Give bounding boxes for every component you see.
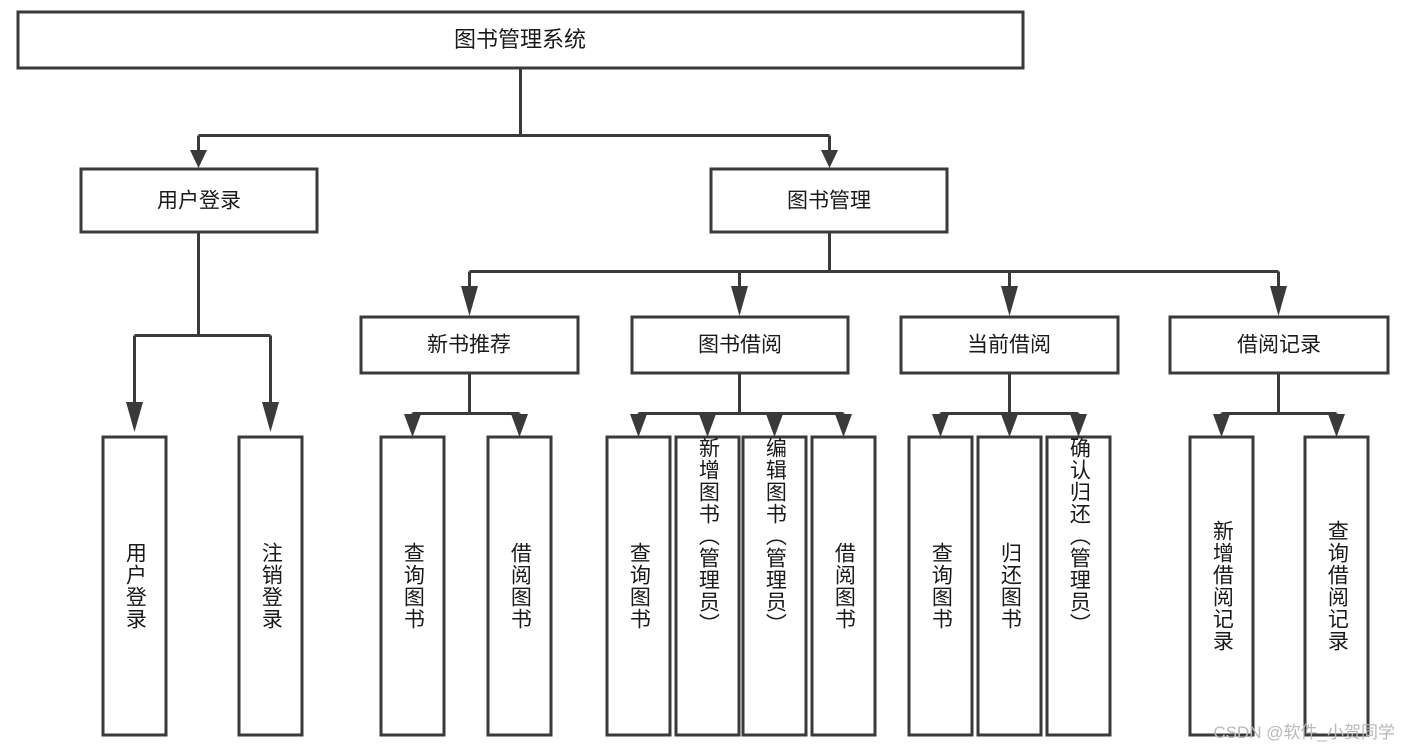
arrowhead-leaf-query-book-a (404, 414, 421, 437)
arrowhead-to-borrow-record (1270, 286, 1287, 316)
leaf-box-add-record[interactable] (1188, 435, 1255, 737)
connector-group-booklogin-to-leaves (126, 232, 279, 432)
leaf-box-add-book[interactable] (674, 435, 741, 737)
arrowhead-leaf-return-book (1001, 414, 1018, 437)
arrowhead-leaf-logout (262, 402, 279, 432)
leaf-box-borrow-book-a[interactable] (486, 435, 553, 737)
node-borrow-record[interactable]: 借阅记录 (1168, 315, 1390, 375)
node-box-root[interactable] (16, 10, 1025, 70)
leaf-box-logout[interactable] (237, 435, 304, 737)
arrowhead-leaf-add-record (1213, 414, 1230, 437)
node-box-book-manage[interactable] (709, 167, 949, 234)
leaf-box-query-book-b[interactable] (605, 435, 672, 737)
node-label-current-borrow: 当前借阅 (967, 334, 1051, 357)
connector-group-root-to-level1 (190, 68, 838, 168)
arrowhead-leaf-borrow-book-a (511, 414, 528, 437)
node-label-root: 图书管理系统 (454, 27, 586, 52)
leaf-group-borrow-record (1188, 435, 1370, 737)
connector-group-currentborrow-to-leaves (932, 373, 1087, 437)
leaf-box-user-login[interactable] (101, 435, 168, 737)
connector-group-bookmanage-to-level2 (461, 232, 1287, 316)
leaf-box-confirm-return[interactable] (1045, 435, 1112, 737)
node-root[interactable]: 图书管理系统 (16, 10, 1025, 70)
node-label-user-login: 用户登录 (157, 190, 241, 213)
leaf-group-book-borrow (605, 435, 877, 737)
arrowhead-leaf-query-book-b (630, 414, 647, 437)
leaf-group-user-login (101, 435, 304, 737)
node-label-book-manage: 图书管理 (787, 190, 871, 213)
node-current-borrow[interactable]: 当前借阅 (899, 315, 1120, 375)
arrowhead-leaf-borrow-book-b (835, 414, 852, 437)
node-label-new-book-recommend: 新书推荐 (427, 334, 511, 357)
node-box-book-borrow[interactable] (630, 315, 850, 375)
node-new-book-recommend[interactable]: 新书推荐 (359, 315, 580, 375)
arrowhead-leaf-confirm-return (1070, 414, 1087, 437)
leaf-box-return-book[interactable] (976, 435, 1043, 737)
leaf-box-query-book-c[interactable] (907, 435, 974, 737)
arrowhead-to-current-borrow (1001, 286, 1018, 316)
node-book-borrow[interactable]: 图书借阅 (630, 315, 850, 375)
csdn-watermark: CSDN @软件_小贺同学 (1213, 723, 1395, 742)
leaf-box-query-book-a[interactable] (379, 435, 446, 737)
arrowhead-leaf-edit-book (766, 414, 783, 437)
leaf-group-new-book-recommend (379, 435, 553, 737)
node-box-user-login[interactable] (79, 167, 319, 234)
arrowhead-to-user-login (190, 150, 207, 168)
node-box-current-borrow[interactable] (899, 315, 1120, 375)
arrowhead-leaf-add-book (699, 414, 716, 437)
node-book-manage[interactable]: 图书管理 (709, 167, 949, 234)
arrowhead-to-book-borrow (731, 286, 748, 316)
node-box-borrow-record[interactable] (1168, 315, 1390, 375)
connector-group-newbook-to-leaves (404, 373, 528, 437)
arrowhead-to-new-book (461, 286, 478, 316)
node-label-borrow-record: 借阅记录 (1237, 334, 1321, 357)
arrowhead-leaf-query-book-c (932, 414, 949, 437)
node-box-new-book-recommend[interactable] (359, 315, 580, 375)
leaf-box-borrow-book-b[interactable] (810, 435, 877, 737)
connector-group-borrowrecord-to-leaves (1213, 373, 1345, 437)
node-label-book-borrow: 图书借阅 (698, 334, 782, 357)
leaf-box-edit-book[interactable] (741, 435, 808, 737)
leaf-box-query-record[interactable] (1303, 435, 1370, 737)
leaf-group-current-borrow (907, 435, 1112, 737)
arrowhead-leaf-query-record (1328, 414, 1345, 437)
node-user-login[interactable]: 用户登录 (79, 167, 319, 234)
arrowhead-to-book-manage (821, 150, 838, 168)
arrowhead-leaf-user-login (126, 402, 143, 432)
connector-group-bookborrow-to-leaves (630, 373, 852, 437)
